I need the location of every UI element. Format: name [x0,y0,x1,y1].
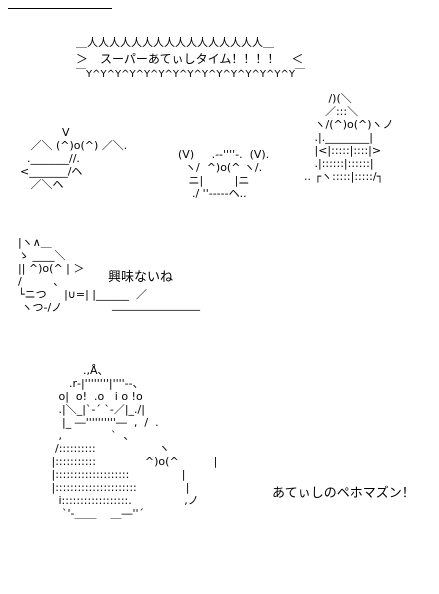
banner-bottom: ￣Y^Y^Y^Y^Y^Y^Y^Y^Y^Y^Y^Y^Y^Y^Y￣ [76,69,305,80]
top-divider [8,8,112,9]
box-character-art: |ヽ∧＿ ゝ ____＼ || ^)o(^ | ＞ / 、 └ニつ |∪=| |… [18,236,147,314]
cheering-character-art: V ／＼ (^)o(^) ／＼. ._______//. <_______/ヘ … [20,126,128,191]
speech-not-interested: 興味ないね [108,270,174,285]
big-character-art: .,Å、 .r‐|''''''''|''''‐-、 o| o! .o i o !… [51,364,218,520]
box-shelf-line: ________________ [112,298,200,311]
banner-top: ＿人人人人人人人人人人人人人人人人＿ [76,36,274,49]
house-character-art: /)(＼ ／:::＼ ヽ/(^)o(^)ヽノ .|.________| |<|:… [304,92,394,183]
bowing-character-art: (V) .-‐''''-. (V). ヽ/ ^)o(^ ヽ/. ニ| |ニ ./… [178,148,270,200]
speech-pehomazun: あてぃしのペホマズン！ [272,486,415,501]
banner-text: ＞ スーパーあてぃしタイム！！！！ ＜ [76,52,304,66]
